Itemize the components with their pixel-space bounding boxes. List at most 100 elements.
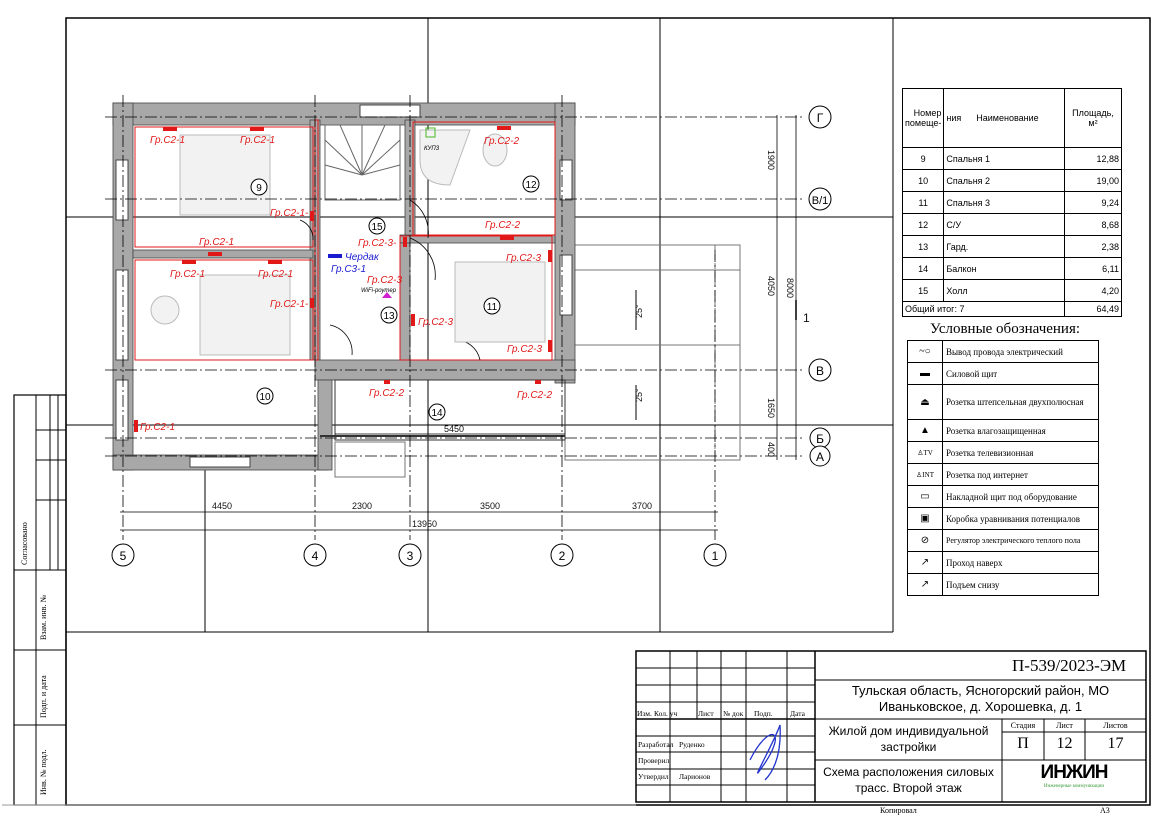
header-number: Номер помеще-: [905, 108, 942, 128]
side-stamp: Согласовано Взам. инв. № Подп. и дата Ин…: [20, 522, 48, 795]
circuit-label: Гр.С2-3: [507, 344, 542, 355]
room-number: 15: [371, 222, 383, 233]
axis-label: 3: [407, 549, 414, 563]
room-number: 13: [383, 311, 395, 322]
kup-label: КУП3: [424, 146, 440, 152]
header-name: Наименование: [976, 113, 1039, 123]
socket-icon: ⏏: [907, 384, 943, 420]
potential-box-icon: ▣: [907, 507, 943, 530]
total-label: Общий итог: 7: [902, 301, 1065, 317]
rooms-table: Номер помеще- ния Наименование Площадь, …: [901, 88, 1122, 317]
role-name: [679, 753, 710, 769]
address-line: Тульская область, Ясногорский район, МО: [851, 683, 1110, 698]
dim-label: 4450: [212, 501, 232, 511]
axis-label: В: [816, 364, 824, 378]
axis-label: Б: [816, 432, 824, 446]
circuit-label: Гр.С2-1: [258, 269, 293, 280]
floor-heating-regulator-icon: ⊘: [907, 529, 943, 552]
room-area: 9,24: [1064, 191, 1122, 214]
room-num: 9: [901, 147, 945, 170]
circuit-label: Гр.С2-2: [369, 388, 404, 399]
dim-total-right-label: 8000: [785, 278, 795, 298]
room-name: Спальня 2: [943, 169, 1065, 192]
axis-label: В/1: [812, 195, 829, 207]
sheet-title: трасс. Второй этаж: [855, 781, 962, 795]
dim-label: 4050: [766, 276, 776, 296]
room-area: 4,20: [1064, 279, 1122, 302]
col-header: Подп.: [754, 709, 773, 718]
room-number: 11: [487, 302, 498, 313]
slope-label: 25°: [634, 304, 644, 318]
potential-box-icon: [425, 127, 436, 138]
circuit-label: Гр.С2-3-: [358, 238, 397, 249]
col-header: Дата: [790, 709, 805, 718]
axis-lines: [105, 95, 805, 540]
total-area: 64,49: [1064, 301, 1122, 317]
room-name: Балкон: [943, 257, 1065, 280]
legend-label: Розетка телевизионная: [942, 441, 1099, 464]
slope-label: 25°: [634, 388, 644, 402]
header-area: Площадь, м²: [1072, 108, 1114, 128]
room-name: Спальня 1: [943, 147, 1065, 170]
sheet-value: 12: [1056, 735, 1073, 752]
axis-label: 2: [559, 549, 566, 563]
room-num: 13: [901, 235, 945, 258]
stage-value: П: [1017, 735, 1029, 752]
logo-text: ИНЖИН: [1040, 762, 1109, 783]
section-mark: 1: [803, 311, 810, 325]
room-name: С/У: [943, 213, 1065, 236]
logo-subtitle: Инженерные коммуникации: [1043, 784, 1105, 789]
room-area: 19,00: [1064, 169, 1122, 192]
legend-label: Накладной щит под оборудование: [942, 485, 1099, 508]
dimension-lines: [120, 115, 797, 531]
attic-label: Чердак: [345, 252, 380, 263]
pass-up-icon: ↗: [907, 551, 943, 574]
address-line: Иваньковское, д. Хорошевка, д. 1: [878, 699, 1083, 714]
circuit-label: Гр.С2-2: [517, 390, 552, 401]
role-name: Ларионов: [679, 772, 711, 781]
col-header: № док: [723, 709, 744, 718]
inv-orig-label: Инв. № подл.: [39, 749, 48, 795]
legend-label: Вывод провода электрический: [942, 340, 1099, 363]
room-name: Холл: [943, 279, 1065, 302]
axis-label: А: [816, 450, 824, 464]
circuit-label: Гр.С3-1: [331, 264, 366, 275]
room-number: 10: [259, 392, 271, 403]
furniture: [150, 129, 546, 356]
dim-label: 3500: [480, 501, 500, 511]
axis-label: 1: [712, 549, 719, 563]
balcony: [320, 379, 566, 478]
legend-table: ~○Вывод провода электрический ▬Силовой щ…: [907, 340, 1099, 596]
company-logo: ИНЖИН Инженерные коммуникации: [1002, 762, 1146, 789]
dim-total-label: 13950: [412, 519, 437, 529]
room-num: 11: [901, 191, 945, 214]
room-name: Гард.: [943, 235, 1065, 258]
circuit-label: Гр.С2-2: [485, 220, 520, 231]
dim-label: 400: [766, 442, 776, 457]
col-header: Изм.: [637, 709, 652, 718]
inv-repl-label: Взам. инв. №: [39, 595, 48, 640]
wifi-label: WiFi-роутер: [361, 288, 397, 294]
circuit-label: Гр.С2-1-: [270, 299, 309, 310]
room-name: Спальня 3: [943, 191, 1065, 214]
legend-label: Проход наверх: [942, 551, 1099, 574]
header-number-cont: ния: [946, 113, 962, 123]
role-label: Разработал: [638, 740, 674, 749]
copied-label: Копировал: [880, 806, 917, 815]
room-number: 9: [256, 183, 262, 194]
attic-socket-icon: [328, 254, 342, 258]
doc-code: П-539/2023-ЭМ: [1012, 656, 1127, 675]
circuit-labels: Гр.С2-1 Гр.С2-1 Гр.С2-1- Гр.С2-1 Гр.С2-1…: [140, 135, 552, 433]
col-header: Кол. уч: [654, 709, 678, 718]
circuit-label: Гр.С2-1: [199, 237, 234, 248]
dim-label: 2300: [352, 501, 372, 511]
room-area: 6,11: [1064, 257, 1122, 280]
circuit-label: Гр.С2-3: [367, 275, 402, 286]
sign-date-label: Подп. и дата: [39, 675, 48, 718]
